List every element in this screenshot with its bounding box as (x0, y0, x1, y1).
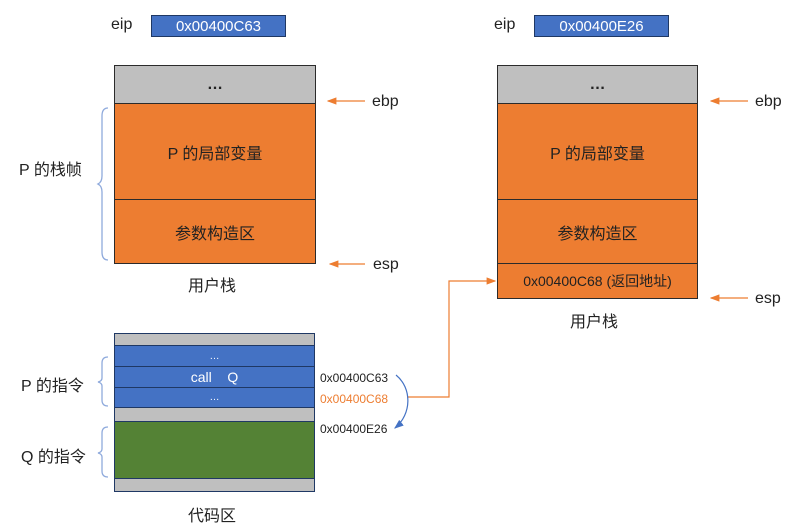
right-esp-label: esp (755, 290, 781, 307)
right-eip-label: eip (494, 16, 516, 33)
q-instr-brace (97, 426, 109, 478)
addr-call: 0x00400C63 (320, 371, 389, 385)
right-stack-top-cell: … (498, 66, 697, 103)
left-stack-locals-cell: P 的局部变量 (115, 103, 315, 200)
frame-brace (96, 107, 109, 261)
left-stack-caption: 用户栈 (188, 278, 237, 295)
right-stack-args-cell: 参数构造区 (498, 199, 697, 264)
left-ebp-label: ebp (372, 93, 399, 110)
right-stack-locals-cell: P 的局部变量 (498, 103, 697, 200)
frame-label: P 的栈帧 (19, 162, 82, 179)
left-eip-label: eip (111, 16, 133, 33)
left-eip-value: 0x00400C63 (151, 15, 286, 37)
q-instructions-label: Q 的指令 (21, 449, 86, 466)
right-eip-value: 0x00400E26 (534, 15, 669, 37)
right-user-stack: … P 的局部变量 参数构造区 0x00400C68 (返回地址) (497, 65, 698, 299)
left-esp-label: esp (373, 256, 399, 273)
right-stack-return-cell: 0x00400C68 (返回地址) (498, 263, 697, 298)
left-stack-top-cell: … (115, 66, 315, 103)
left-stack-args-cell: 参数构造区 (115, 199, 315, 263)
right-stack-caption: 用户栈 (570, 314, 619, 331)
p-instr-row-1: … (115, 345, 314, 366)
p-instr-brace (97, 356, 109, 407)
left-user-stack: … P 的局部变量 参数构造区 (114, 65, 316, 264)
q-instr-block (115, 421, 314, 479)
p-instructions-label: P 的指令 (21, 378, 84, 395)
return-address-connector (407, 277, 497, 398)
addr-q-start: 0x00400E26 (320, 422, 388, 436)
code-area: … call Q … (114, 333, 315, 492)
right-ebp-label: ebp (755, 93, 782, 110)
p-instr-call-row: call Q (115, 366, 314, 387)
code-area-caption: 代码区 (188, 508, 237, 525)
p-instr-row-3: … (115, 387, 314, 408)
call-jump-arrow (394, 374, 409, 429)
addr-return: 0x00400C68 (320, 392, 389, 406)
